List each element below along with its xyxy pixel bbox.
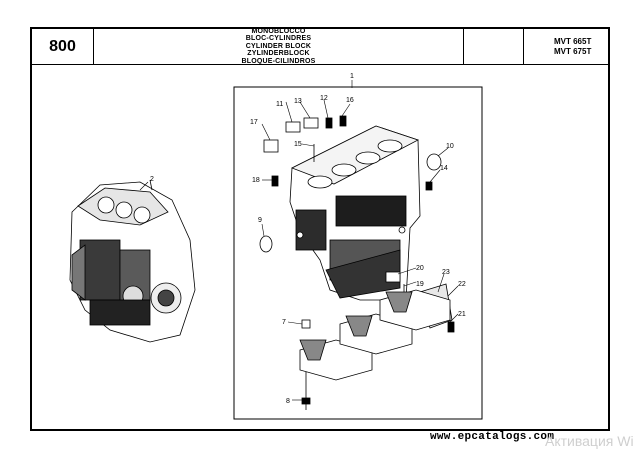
part-label-15: 15: [294, 141, 302, 148]
page-frame: 800 MONOBLOCCO BLOC-CYLINDRES CYLINDER B…: [30, 27, 610, 431]
part-10-plug: [426, 153, 442, 171]
part-label-12: 12: [320, 95, 328, 102]
part-label-23: 23: [442, 269, 450, 276]
part-16-seal: [339, 115, 347, 127]
title-italian: MONOBLOCCO: [251, 27, 306, 35]
part-17-plug: [263, 139, 279, 153]
part-21-screw: [447, 321, 455, 333]
title-spanish: BLOQUE-CILINDROS: [241, 57, 316, 65]
part-label-10: 10: [446, 143, 454, 150]
part-label-11: 11: [276, 101, 283, 108]
detail-box: [233, 86, 483, 420]
part-number-labels: 1 2 7 8 9 10 11 12 13 14 15 16 17 18 19 …: [150, 73, 466, 405]
part-11-plug: [285, 121, 301, 133]
part-14-seal: [425, 181, 433, 191]
part-12-seal: [325, 117, 333, 129]
cylinder-block-illustration: [289, 125, 421, 301]
part-9-plug: [259, 235, 273, 253]
part-label-13: 13: [294, 98, 302, 105]
part-label-7: 7: [282, 319, 286, 326]
part-label-2: 2: [150, 176, 154, 183]
part-18-fitting: [271, 175, 279, 187]
header-blank-cell: [464, 29, 524, 64]
model-1: MVT 665T: [554, 36, 592, 46]
title-french: BLOC-CYLINDRES: [245, 35, 312, 43]
part-label-8: 8: [286, 398, 290, 405]
part-label-18: 18: [252, 177, 260, 184]
page-header: 800 MONOBLOCCO BLOC-CYLINDRES CYLINDER B…: [32, 27, 610, 65]
part-label-16: 16: [346, 97, 354, 104]
activation-watermark: Активация Wi: [545, 433, 634, 449]
model-2: MVT 675T: [554, 46, 592, 56]
title-block: MONOBLOCCO BLOC-CYLINDRES CYLINDER BLOCK…: [94, 27, 464, 65]
part-label-20: 20: [416, 265, 424, 272]
part-20-fitting: [385, 271, 401, 283]
bearing-caps: [299, 289, 451, 381]
model-block: MVT 665T MVT 675T: [524, 29, 610, 64]
part-label-22: 22: [458, 281, 466, 288]
part-label-9: 9: [258, 217, 262, 224]
title-english: CYLINDER BLOCK: [245, 42, 312, 50]
assembled-engine-illustration: [69, 179, 196, 343]
part-label-17: 17: [250, 119, 258, 126]
part-label-21: 21: [458, 311, 466, 318]
leader-lines: [139, 80, 459, 401]
footer-url[interactable]: www.epcatalogs.com: [430, 431, 555, 443]
part-label-14: 14: [440, 165, 448, 172]
part-7-dowel: [301, 319, 311, 329]
title-german: ZYLINDERBLOCK: [247, 50, 310, 58]
part-13-plug: [303, 117, 319, 129]
part-label-19: 19: [416, 281, 424, 288]
part-label-1: 1: [350, 73, 354, 80]
page-number: 800: [32, 29, 94, 64]
